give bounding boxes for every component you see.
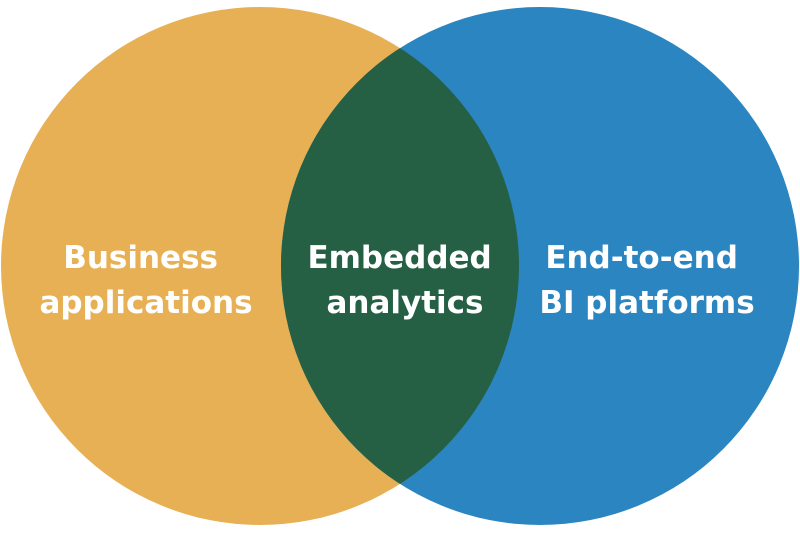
- intersection-label-line2: analytics: [326, 285, 483, 321]
- intersection-label: Embedded analytics: [307, 240, 502, 321]
- right-label: End-to-end BI platforms: [539, 240, 754, 321]
- right-label-line2: BI platforms: [539, 285, 754, 321]
- left-label: Business applications: [39, 240, 252, 321]
- left-label-line2: applications: [39, 285, 252, 321]
- intersection-label-line1: Embedded: [307, 240, 491, 276]
- right-label-line1: End-to-end: [545, 240, 738, 276]
- embedded-analytics-intersection: [281, 7, 519, 525]
- left-label-line1: Business: [63, 240, 218, 276]
